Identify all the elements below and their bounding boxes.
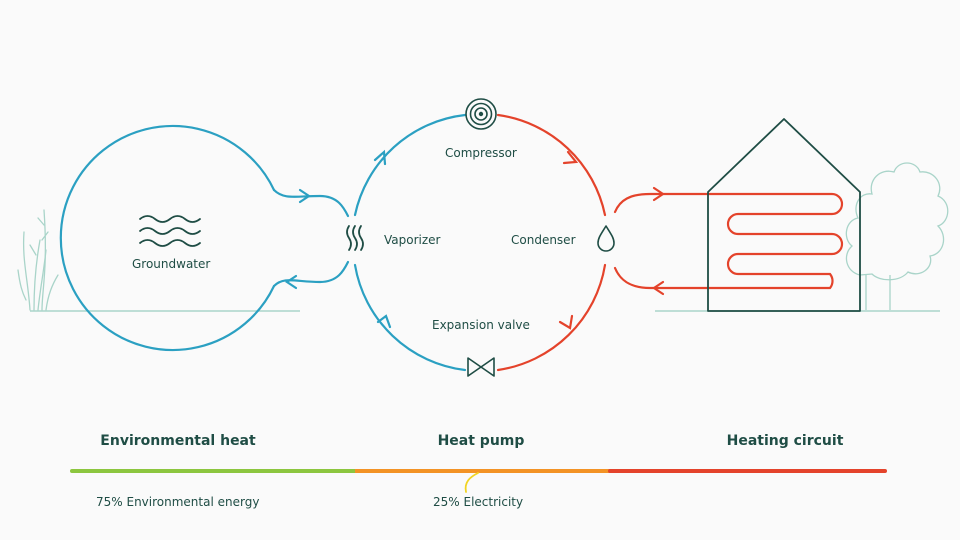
- arrow-up-icon: [373, 149, 387, 166]
- expansion-valve-label: Expansion valve: [432, 318, 530, 332]
- environmental-energy-share: 75% Environmental energy: [96, 495, 260, 509]
- heat-pump-cycle: [353, 113, 607, 372]
- valve-icon: [467, 357, 495, 377]
- section-title-environmental: Environmental heat: [100, 433, 256, 449]
- compressor-label: Compressor: [445, 146, 517, 160]
- arrow-left-icon: [285, 274, 298, 290]
- arrow-down-icon: [558, 314, 574, 330]
- groundwater-label: Groundwater: [132, 257, 211, 271]
- vaporizer-label: Vaporizer: [384, 233, 441, 247]
- condenser-label: Condenser: [511, 233, 576, 247]
- electricity-connector: [464, 472, 479, 493]
- section-title-heat-pump: Heat pump: [437, 433, 525, 449]
- compressor-icon: [465, 98, 497, 130]
- arrow-right-icon: [298, 188, 311, 204]
- arrow-down-icon: [562, 150, 579, 165]
- section-title-heating-circuit: Heating circuit: [726, 433, 844, 449]
- electricity-share: 25% Electricity: [433, 495, 524, 509]
- arrow-right-icon: [652, 186, 665, 202]
- droplet-icon: [597, 225, 615, 252]
- energy-bar: [70, 469, 887, 493]
- waves-icon: [139, 215, 201, 247]
- groundwater-loop: [59, 124, 350, 352]
- arrow-left-icon: [652, 280, 665, 296]
- heating-loop: [613, 186, 844, 296]
- grass-icon: [17, 209, 59, 311]
- arrow-up-icon: [376, 314, 392, 329]
- tree-icon: [845, 162, 949, 310]
- house-icon: [707, 118, 861, 312]
- vaporizer-icon: [346, 225, 364, 251]
